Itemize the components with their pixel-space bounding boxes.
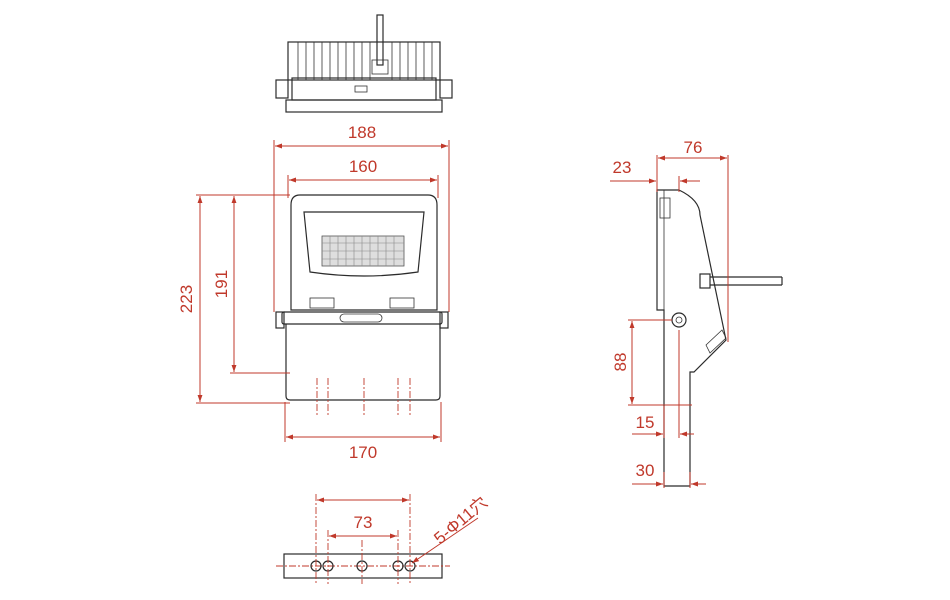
holes-note-label: 5-Φ11穴 (430, 493, 491, 548)
dim-15: 15 (632, 330, 694, 438)
dim-188-label: 188 (348, 123, 376, 142)
front-bezel (285, 99, 443, 113)
dim-170-label: 170 (349, 443, 377, 462)
lens-frame (303, 211, 425, 277)
dim-188: 188 (273, 123, 450, 312)
pivot-bolt (671, 312, 687, 328)
holes-note: 5-Φ11穴 (411, 493, 491, 564)
dim-30: 30 (632, 461, 706, 488)
power-cable (376, 14, 384, 66)
dim-88: 88 (611, 319, 692, 406)
top-view (275, 14, 453, 113)
dim-15-label: 15 (636, 413, 655, 432)
dim-223-label: 223 (177, 285, 196, 313)
dim-30-label: 30 (636, 461, 655, 480)
side-view: 76 23 88 15 30 (610, 138, 783, 488)
side-profile (656, 189, 727, 487)
dim-160: 160 (287, 157, 439, 198)
lamp-housing (290, 194, 438, 311)
bracket-knob-left (275, 79, 289, 99)
dim-23-label: 23 (613, 158, 632, 177)
hole-centerlines (316, 378, 411, 416)
vent-right (389, 297, 415, 309)
tilt-scale (705, 329, 727, 354)
knob-left (275, 311, 285, 329)
dim-160-label: 160 (349, 157, 377, 176)
dim-170: 170 (284, 402, 442, 462)
holes-note-leader (411, 517, 479, 564)
knob-right (439, 311, 449, 329)
mounting-bracket (285, 324, 441, 401)
front-view: 188 160 223 191 170 (177, 123, 450, 462)
dim-73-label: 73 (354, 513, 373, 532)
housing-body (291, 77, 437, 101)
dim-191-label: 191 (212, 270, 231, 298)
hinge-bar (281, 311, 443, 325)
dim-223: 223 (177, 194, 290, 404)
dim-76: 76 (656, 138, 729, 342)
front-lip (659, 197, 671, 219)
dim-191: 191 (212, 196, 290, 374)
brand-badge (339, 313, 383, 323)
cable-gland-side (699, 273, 711, 289)
pivot-bolt-inner (675, 316, 683, 324)
heatsink-fins (297, 42, 433, 80)
label-tab (354, 85, 368, 93)
cable-gland (371, 59, 389, 75)
dim-23: 23 (610, 158, 700, 192)
bracket-bottom-view: 73 5-Φ11穴 (276, 493, 491, 584)
dim-73: 73 (329, 513, 397, 539)
vent-left (309, 297, 335, 309)
heatsink-fins-outline (287, 41, 441, 81)
led-array (321, 235, 405, 267)
dim-76-label: 76 (684, 138, 703, 157)
bracket-knob-right (439, 79, 453, 99)
hole-vertical-centerlines (315, 494, 411, 584)
dim-88-label: 88 (611, 353, 630, 372)
